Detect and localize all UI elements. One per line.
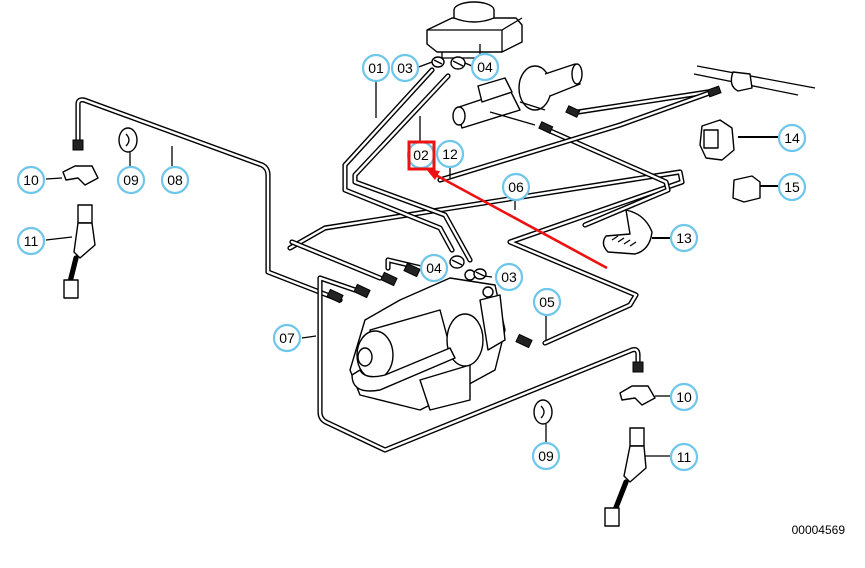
callout-10-left[interactable]: 10 [16,165,46,195]
seal-03-top [431,56,445,68]
callout-13[interactable]: 13 [669,223,699,253]
svg-text:10: 10 [23,172,39,188]
grommet-09-bottom [533,399,553,425]
svg-text:15: 15 [784,179,800,195]
callout-03-top[interactable]: 03 [390,53,420,83]
leader-lines [45,61,778,457]
brake-hose-11-right [604,427,647,527]
svg-text:04: 04 [426,260,442,276]
bracket-10-left [62,165,99,186]
callout-06[interactable]: 06 [501,172,531,202]
svg-text:12: 12 [442,146,458,162]
callout-03-lower[interactable]: 03 [494,262,524,292]
svg-text:09: 09 [538,448,554,464]
svg-text:07: 07 [279,330,295,346]
brake-line-08 [75,97,343,303]
highlight-arrowhead [426,169,440,180]
callout-05[interactable]: 05 [532,287,562,317]
svg-text:03: 03 [501,269,517,285]
callout-09-top[interactable]: 09 [116,165,146,195]
svg-text:08: 08 [167,172,183,188]
highlight-annotation [407,140,608,270]
drawing-number: 00004569 [791,523,845,537]
svg-text:13: 13 [676,230,692,246]
callout-12[interactable]: 12 [435,139,465,169]
callout-11-right[interactable]: 11 [669,442,699,472]
highlight-box [407,140,436,171]
callout-15[interactable]: 15 [777,172,807,202]
connector-15 [732,175,761,203]
callout-14[interactable]: 14 [777,123,807,153]
seal-04-lower [449,255,465,269]
svg-text:02: 02 [413,147,429,163]
callout-08[interactable]: 08 [160,165,190,195]
highlight-arrow [431,171,608,270]
callout-02[interactable]: 02 [406,140,436,170]
svg-text:14: 14 [784,130,800,146]
svg-text:06: 06 [508,179,524,195]
bracket-10-right [619,385,656,406]
svg-text:04: 04 [477,59,493,75]
callout-04-top[interactable]: 04 [470,52,500,82]
seal-03-lower [473,268,487,280]
svg-text:10: 10 [676,389,692,405]
brake-hose-11-left [63,204,96,299]
master-cylinder [452,63,583,129]
sensor-14 [699,119,735,161]
svg-text:09: 09 [123,172,139,188]
callout-01[interactable]: 01 [361,53,391,83]
callout-04-lower[interactable]: 04 [419,253,449,283]
pipe-clip-13 [602,209,653,255]
svg-text:01: 01 [368,60,384,76]
brake-lines [75,65,816,453]
svg-text:11: 11 [677,449,692,465]
brake-fluid-reservoir [426,1,523,59]
line-fittings [72,85,722,373]
grommet-09-top [118,127,138,153]
callout-09-bottom[interactable]: 09 [531,441,561,471]
seal-04-top [450,56,466,70]
callout-07[interactable]: 07 [272,323,302,353]
hydraulic-unit [349,269,506,411]
svg-text:03: 03 [397,60,413,76]
callout-11-left[interactable]: 11 [16,226,46,256]
svg-text:05: 05 [539,294,555,310]
callout-10-right[interactable]: 10 [669,382,699,412]
svg-text:11: 11 [24,233,39,249]
